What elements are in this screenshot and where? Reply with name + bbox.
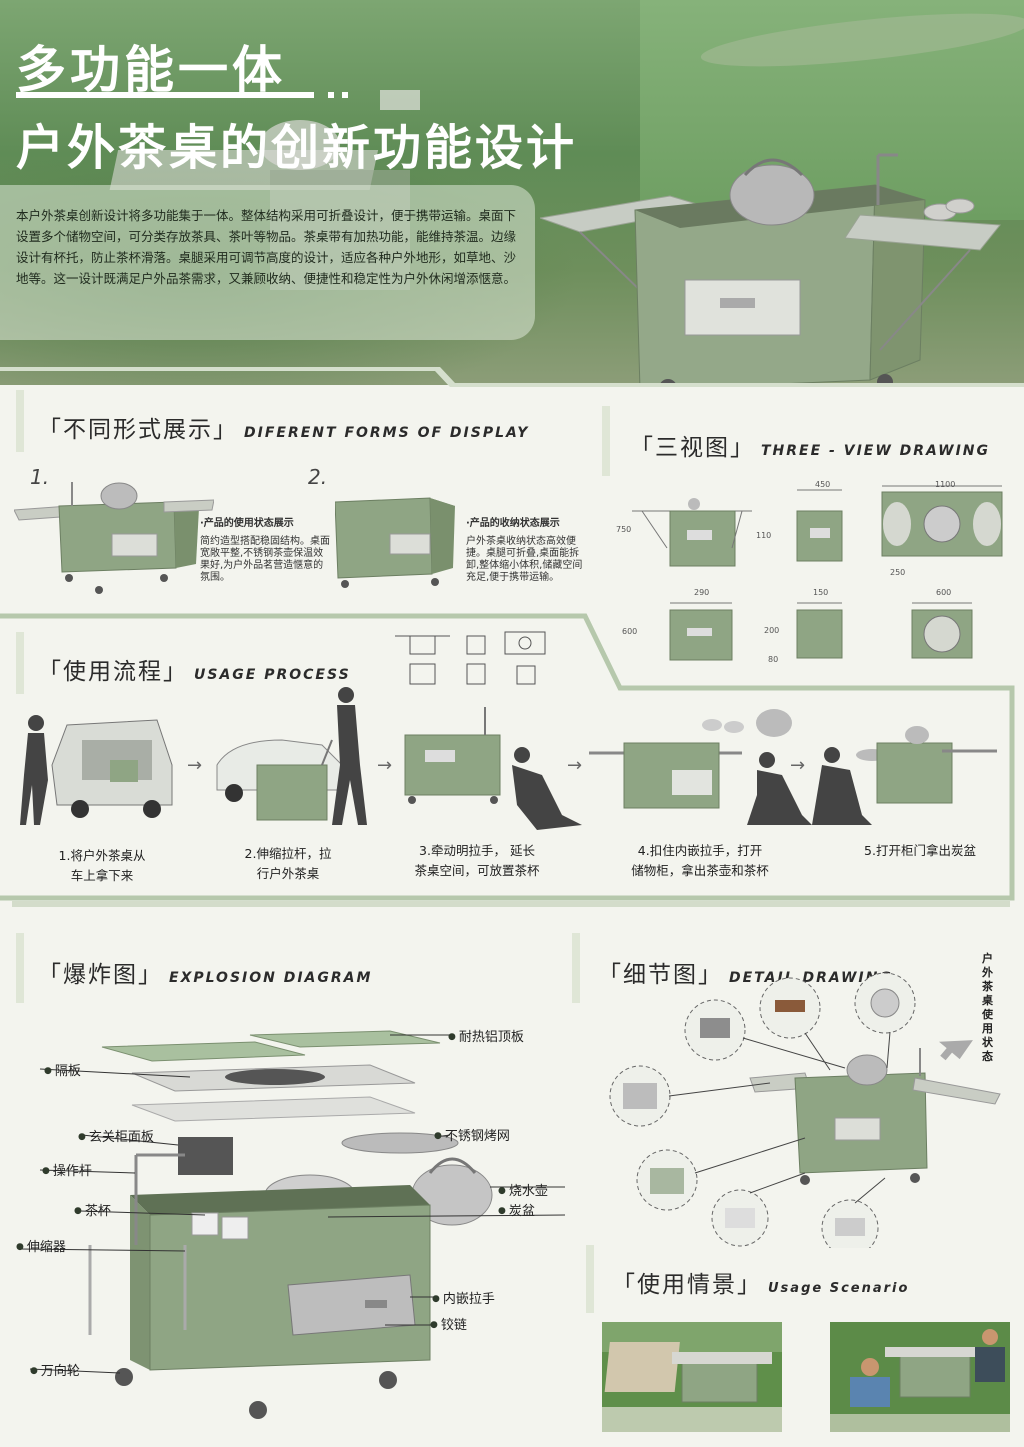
form1-desc: 简约造型搭配稳固结构。桌面宽敞平整,不锈钢茶壶保温效果好,为户外品茗营造惬意的氛… <box>200 536 330 583</box>
form2-title: ·产品的收纳状态展示 <box>466 518 560 529</box>
form-stored-state-render <box>335 497 455 588</box>
part-label-cup: 茶杯 <box>74 1200 111 1219</box>
stored-front-view <box>669 602 733 661</box>
part-label-caster: 万向轮 <box>30 1360 80 1379</box>
part-label-charcoal-pan: 炭盆 <box>498 1200 535 1219</box>
scenario-photo-1 <box>602 1322 782 1432</box>
step2-illustration <box>216 687 367 825</box>
title-line2: 户外茶桌的创新功能设计 <box>16 120 578 176</box>
side-view <box>796 489 843 562</box>
views-section-header: 「三视图」 THREE - VIEW DRAWING <box>602 406 990 476</box>
title-underline-dots <box>328 92 348 98</box>
usage-title-en: USAGE PROCESS <box>194 667 351 683</box>
three-view-drawings <box>632 485 1003 661</box>
dim-200: 200 <box>764 626 780 635</box>
stored-side-view <box>796 602 843 659</box>
title-underline <box>16 92 314 98</box>
dim-110: 110 <box>756 531 772 540</box>
scenario-title-cn: 「使用情景」 <box>612 1272 762 1298</box>
forms-title-en: DIFERENT FORMS OF DISPLAY <box>244 425 530 441</box>
hero-tea-table-render <box>540 153 1001 385</box>
dim-250: 250 <box>890 568 906 577</box>
usage-frame <box>0 613 1015 907</box>
title-line1: 多功能一体 <box>16 41 286 99</box>
step5-illustration <box>812 726 997 825</box>
form2-number: 2. <box>308 465 328 489</box>
part-label-kettle: 烧水壶 <box>498 1180 548 1199</box>
dim-1100: 1100 <box>935 480 956 489</box>
svg-text:→: → <box>187 755 202 776</box>
dim-600-top: 600 <box>936 588 952 597</box>
step3-caption: 3.牵动明拉手， 延长 茶桌空间，可放置茶杯 <box>414 843 540 878</box>
dim-450: 450 <box>815 480 831 489</box>
usage-mini-diagrams <box>395 631 546 685</box>
part-label-divider: 隔板 <box>44 1060 81 1079</box>
dim-150: 150 <box>813 588 829 597</box>
svg-text:→: → <box>790 755 805 776</box>
explosion-diagram-render <box>19 1030 566 1419</box>
forms-title-cn: 「不同形式展示」 <box>38 417 238 443</box>
dim-750: 750 <box>616 525 632 534</box>
scenario-section-header: 「使用情景」 Usage Scenario <box>586 1245 910 1313</box>
step4-illustration <box>589 709 812 825</box>
step4-caption: 4.扣住内嵌拉手，打开 储物柜，拿出茶壶和茶杯 <box>631 843 769 878</box>
form1-title: ·产品的使用状态展示 <box>200 518 294 529</box>
part-label-hinge: 铰链 <box>430 1314 467 1333</box>
intro-paragraph: 本户外茶桌创新设计将多功能集于一体。整体结构采用可折叠设计，便于携带运输。桌面下… <box>0 185 535 340</box>
section-separator <box>0 367 1024 387</box>
svg-text:→: → <box>377 755 392 776</box>
scenario-title-en: Usage Scenario <box>768 1281 910 1296</box>
form2-desc: 户外茶桌收纳状态高效便捷。桌腿可折叠,桌面能拆卸,整体缩小体积,储藏空间充足,便… <box>466 536 583 583</box>
usage-process-illustrations: → → → → <box>20 687 997 830</box>
detail-side-note: 户外茶桌使用状态 <box>982 952 993 1063</box>
part-label-inset-handle: 内嵌拉手 <box>432 1288 495 1307</box>
detail-title-en: DETAIL DRAWING <box>729 970 893 986</box>
usage-title-cn: 「使用流程」 <box>38 659 188 685</box>
form-use-state-render <box>14 482 214 594</box>
step2-caption: 2.伸缩拉杆，拉 行户外茶桌 <box>244 846 332 881</box>
stored-top-view <box>911 602 973 659</box>
step1-caption: 1.将户外茶桌从 车上拿下来 <box>58 848 146 883</box>
step3-illustration <box>404 707 582 830</box>
step1-illustration <box>20 715 173 825</box>
front-view <box>632 498 752 567</box>
scenario-photo-2 <box>830 1322 1010 1432</box>
part-label-telescopic: 伸缩器 <box>16 1236 66 1255</box>
usage-section-header: 「使用流程」 USAGE PROCESS <box>16 632 351 694</box>
part-label-cabinet-panel: 玄关柜面板 <box>78 1126 154 1145</box>
dim-80: 80 <box>768 655 779 664</box>
explosion-title-cn: 「爆炸图」 <box>38 962 163 988</box>
part-label-grill: 不锈钢烤网 <box>434 1125 510 1144</box>
detail-title-cn: 「细节图」 <box>598 962 723 988</box>
step5-caption: 5.打开柜门拿出炭盆 <box>864 843 976 858</box>
detail-drawing-render <box>609 972 1001 1248</box>
part-label-aluminum-top: 耐热铝顶板 <box>448 1026 524 1045</box>
views-title-cn: 「三视图」 <box>630 435 755 461</box>
dim-600-left: 600 <box>622 627 638 636</box>
part-label-lever: 操作杆 <box>42 1160 92 1179</box>
dim-290: 290 <box>694 588 710 597</box>
forms-section-header: 「不同形式展示」 DIFERENT FORMS OF DISPLAY <box>16 390 530 452</box>
explosion-title-en: EXPLOSION DIAGRAM <box>169 970 373 986</box>
explosion-section-header: 「爆炸图」 EXPLOSION DIAGRAM <box>16 933 373 1003</box>
top-view <box>881 485 1003 557</box>
svg-text:→: → <box>567 755 582 776</box>
detail-section-header: 「细节图」 DETAIL DRAWING <box>572 933 893 1003</box>
hero-banner: 多功能一体 户外茶桌的创新功能设计 本户外茶桌创新设计将多功能集于一体。整体结构… <box>0 0 1024 385</box>
form1-number: 1. <box>30 465 50 489</box>
views-title-en: THREE - VIEW DRAWING <box>761 443 990 459</box>
